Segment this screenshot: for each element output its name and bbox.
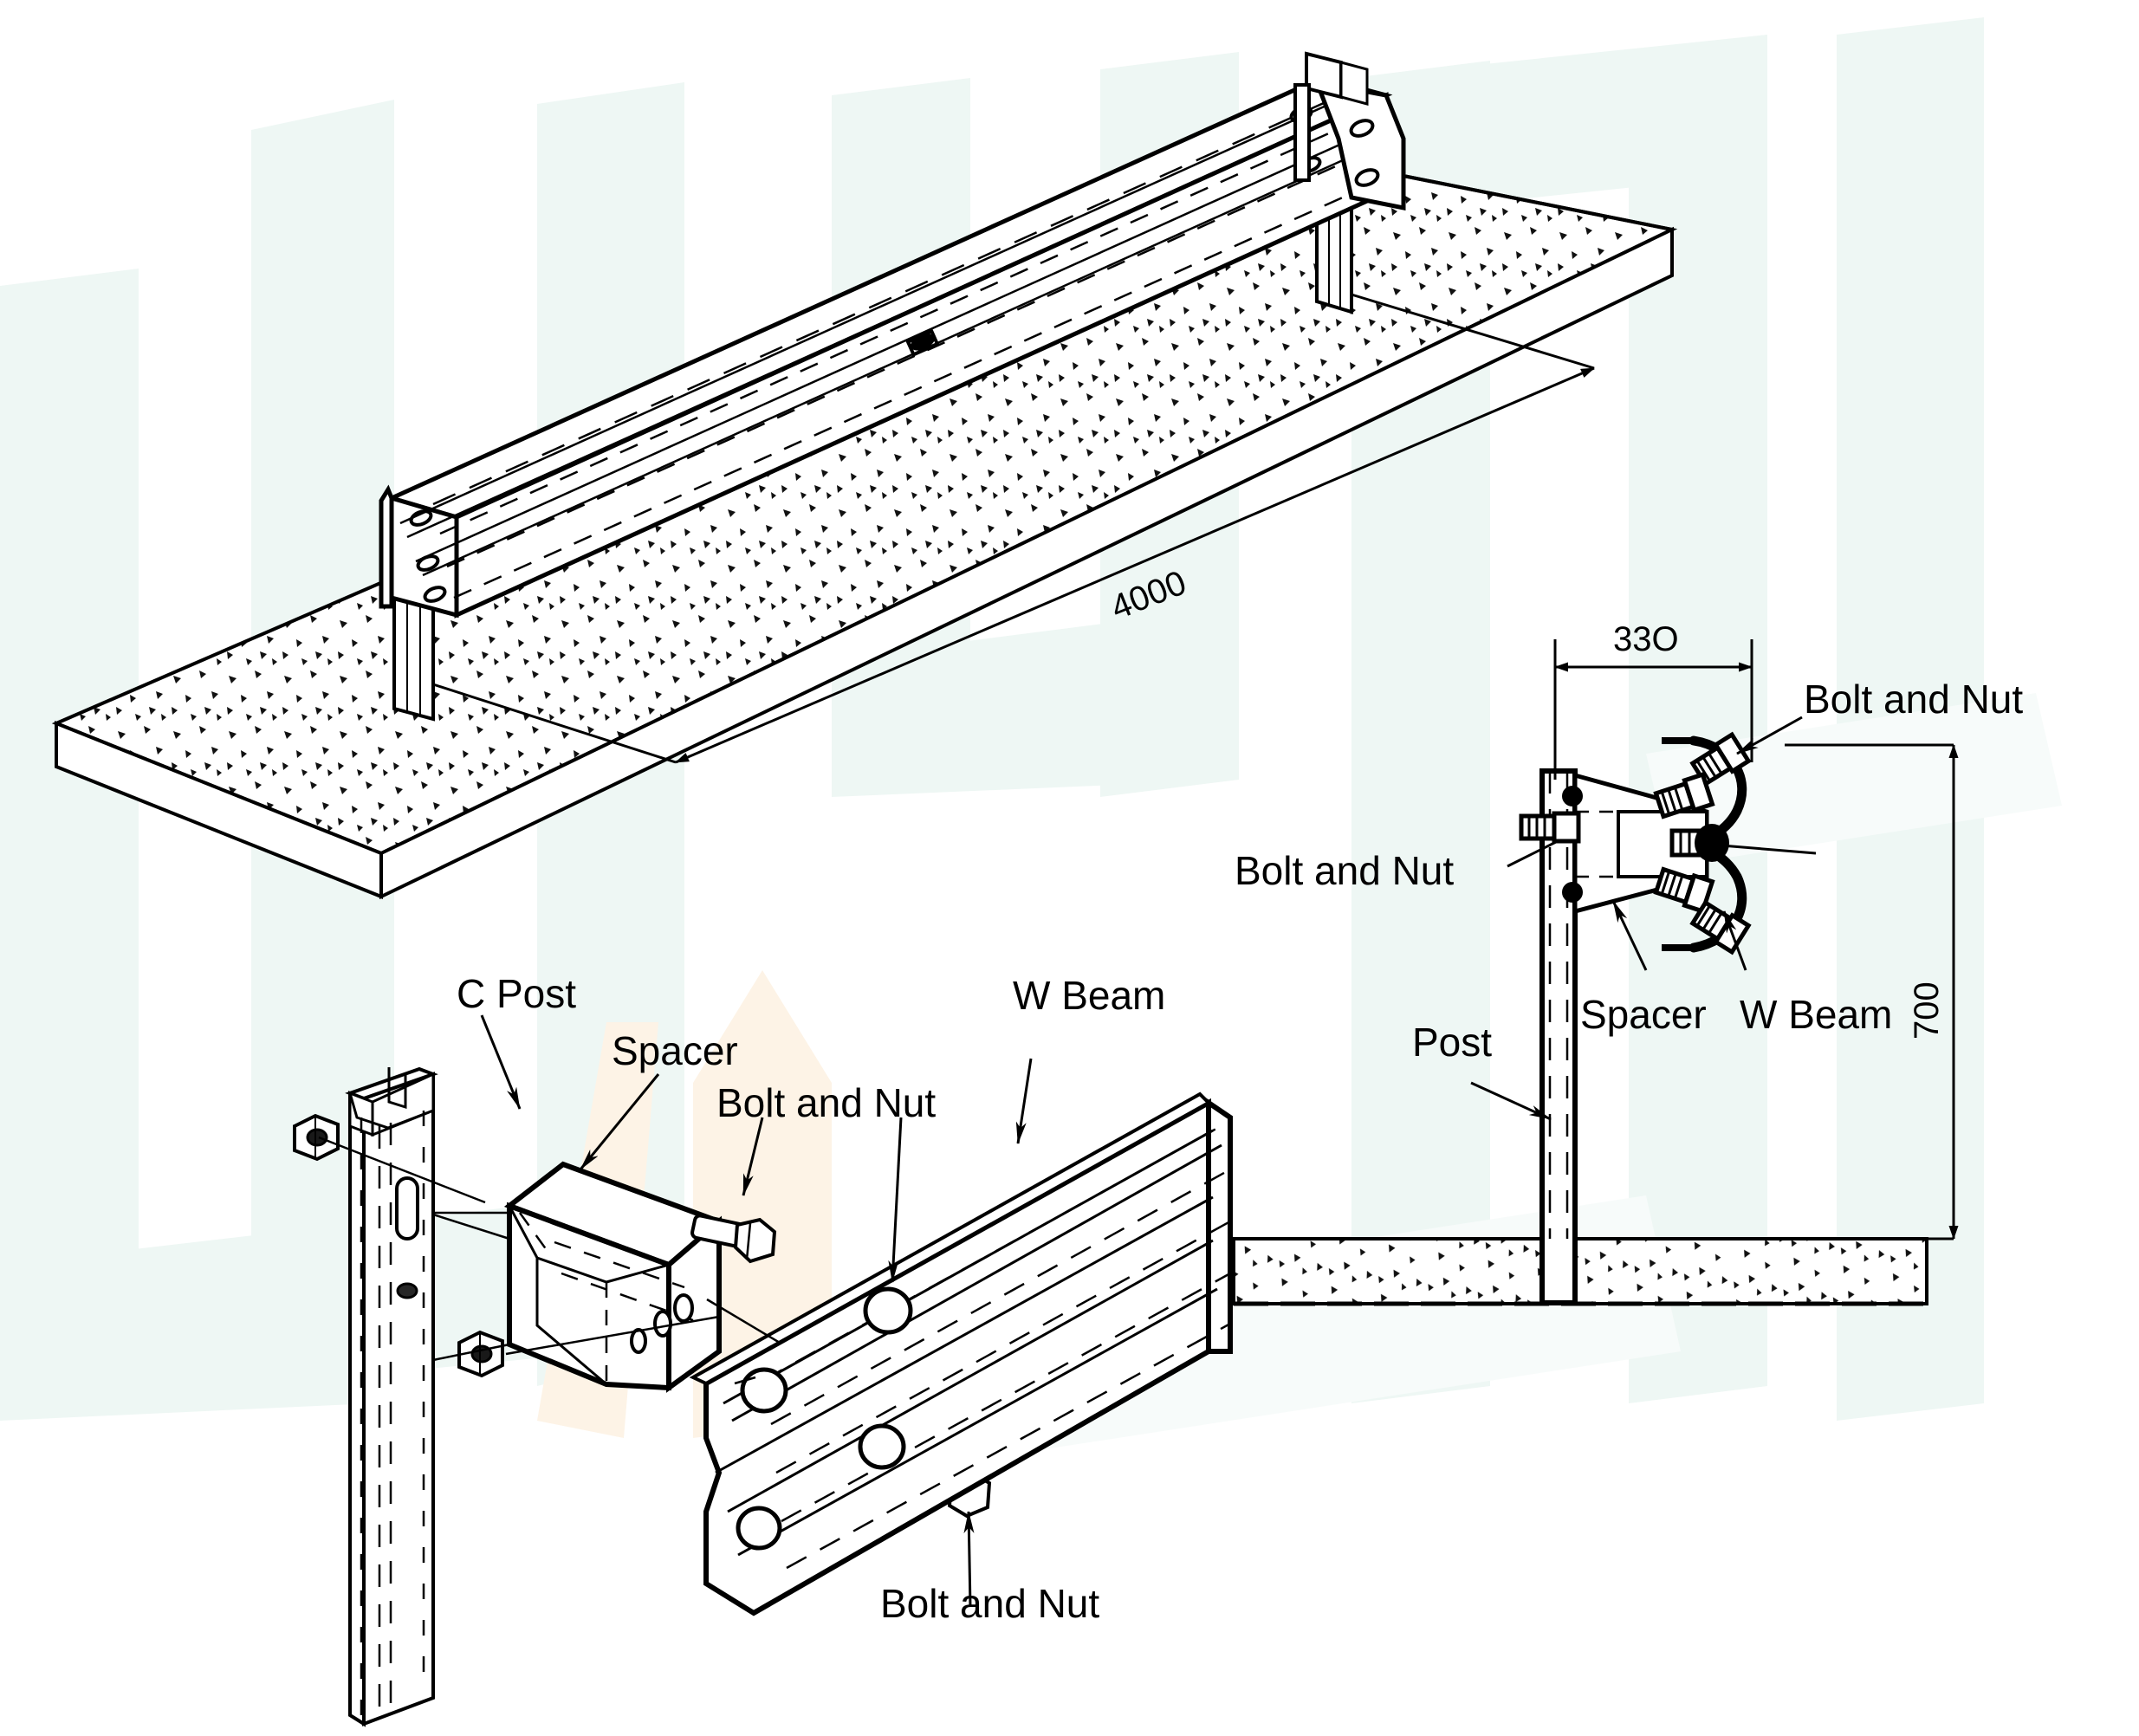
leader-bolt-nut-section-top xyxy=(1736,716,1803,755)
label-post: Post xyxy=(1412,1020,1493,1065)
label-spacer-exploded: Spacer xyxy=(612,1028,738,1073)
ground-concrete-section xyxy=(1232,1237,1928,1306)
label-w-beam-exploded: W Beam xyxy=(1013,973,1166,1018)
leader-spacer-section xyxy=(1611,900,1648,971)
label-w-beam-section: W Beam xyxy=(1740,992,1893,1037)
leader-bolt-nut-section-right xyxy=(1710,843,1817,855)
isometric-overview-view xyxy=(51,51,1678,900)
leader-bolt-nut-exploded-top xyxy=(742,1117,764,1196)
leader-lines xyxy=(318,716,1817,1608)
leader-w-beam-exploded xyxy=(1015,1058,1033,1144)
align-nut-lower xyxy=(505,1315,720,1356)
leader-w-beam-section xyxy=(1722,910,1747,971)
leader-bolt-nut-exploded-mid xyxy=(888,1117,903,1283)
post-section xyxy=(1539,768,1578,1305)
dimension-700 xyxy=(1785,743,1959,1240)
exploded-view xyxy=(293,1066,1233,1727)
label-bolt-and-nut-section-left: Bolt and Nut xyxy=(1235,848,1455,893)
leader-spacer-exploded xyxy=(579,1073,660,1170)
dimension-label-700: 700 xyxy=(1908,981,1946,1040)
align-spacer-beam xyxy=(706,1298,781,1344)
hex-nut-upper xyxy=(293,1113,340,1162)
w-beam-part xyxy=(689,1091,1233,1616)
leader-bolt-nut-exploded-bottom xyxy=(963,1511,975,1608)
label-bolt-and-nut-section-top: Bolt and Nut xyxy=(1804,677,2024,722)
leader-post xyxy=(1470,1081,1552,1121)
bolt-upper-part xyxy=(690,1214,777,1264)
c-post-part xyxy=(345,1066,438,1727)
dimension-label-330: 33O xyxy=(1613,620,1679,658)
leader-bolt-nut-section-left-a xyxy=(1507,839,1560,868)
leader-c-post xyxy=(480,1014,522,1110)
label-spacer-section: Spacer xyxy=(1580,992,1707,1037)
label-c-post: C Post xyxy=(457,971,577,1016)
rail-terminal-end xyxy=(1289,51,1406,211)
align-nut-upper xyxy=(318,1136,486,1204)
label-bolt-and-nut-exploded-bottom: Bolt and Nut xyxy=(880,1581,1100,1626)
dimension-4000 xyxy=(432,293,1595,764)
rail-left-end xyxy=(379,484,447,609)
label-bolt-and-nut-exploded-top: Bolt and Nut xyxy=(716,1080,937,1125)
